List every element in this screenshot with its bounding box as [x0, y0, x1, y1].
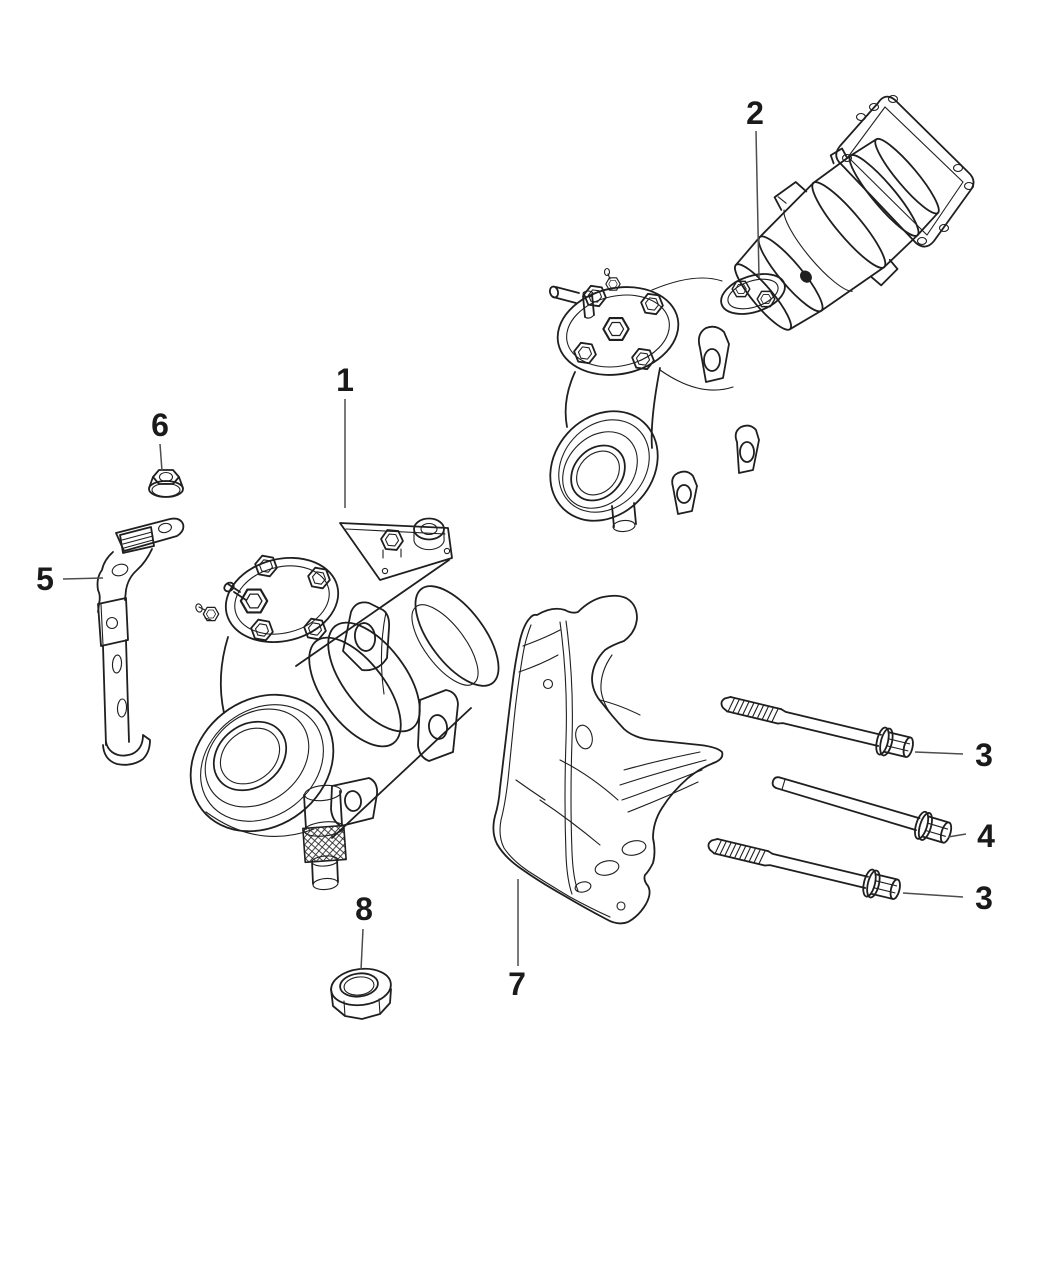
part-3-bolt-top [717, 688, 917, 763]
callout-4-leader [947, 833, 967, 838]
callout-5-leader [62, 577, 104, 580]
part-8-jam-nut [330, 967, 392, 1020]
callout-2-label: 2 [746, 95, 764, 131]
callout-3-bottom-leader [902, 892, 964, 898]
part-5-bracket [96, 517, 185, 766]
part-7-heat-shield [492, 594, 724, 925]
callout-3-top-label: 3 [975, 737, 993, 773]
callout-leader-lines [62, 130, 967, 971]
callout-2-leader [755, 130, 760, 278]
callout-6-leader [159, 443, 163, 472]
callout-8-leader [360, 928, 364, 971]
part-4-bolt [768, 766, 956, 849]
callout-3-top-leader [914, 751, 964, 755]
callout-3-bottom-label: 3 [975, 880, 993, 916]
part-1-steering-gear [189, 517, 500, 891]
callout-7-label: 7 [508, 966, 526, 1002]
part-3-bolt-bottom [704, 830, 904, 905]
part-2-steering-gear-motor-assembly [548, 94, 975, 533]
callout-5-label: 5 [36, 561, 54, 597]
callout-4-label: 4 [977, 818, 995, 854]
part-6-flange-nut [148, 469, 184, 498]
callout-8-label: 8 [355, 891, 373, 927]
callout-6-label: 6 [151, 407, 169, 443]
callout-1-label: 1 [336, 362, 354, 398]
